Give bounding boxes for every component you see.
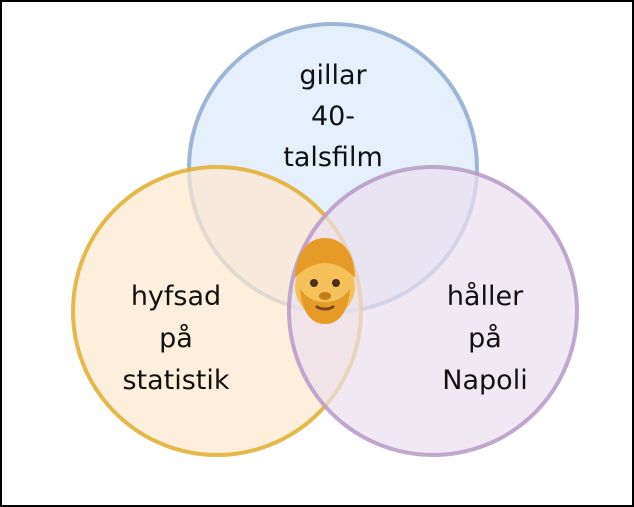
circle-right [287,165,579,457]
set-right [287,165,579,457]
left-eye [310,279,318,287]
label-right-line-3: Napoli [442,365,527,396]
label-top: gillar 40- talsfilm [283,60,383,173]
label-left-line-2: på [159,323,193,354]
hair-top [295,238,355,278]
label-right: håller på Napoli [442,281,527,396]
bearded-man-face-icon [295,238,355,324]
label-top-line-1: gillar [299,60,367,91]
label-left: hyfsad på statistik [122,281,229,396]
label-top-line-2: 40- [311,101,355,132]
label-top-line-3: talsfilm [283,142,383,173]
right-eye [332,279,340,287]
label-right-line-1: håller [447,281,524,312]
label-left-line-1: hyfsad [131,281,221,312]
nose [319,292,331,300]
beard [300,289,350,324]
label-left-line-3: statistik [122,365,229,396]
label-right-line-2: på [468,323,502,354]
mouth [314,304,336,311]
